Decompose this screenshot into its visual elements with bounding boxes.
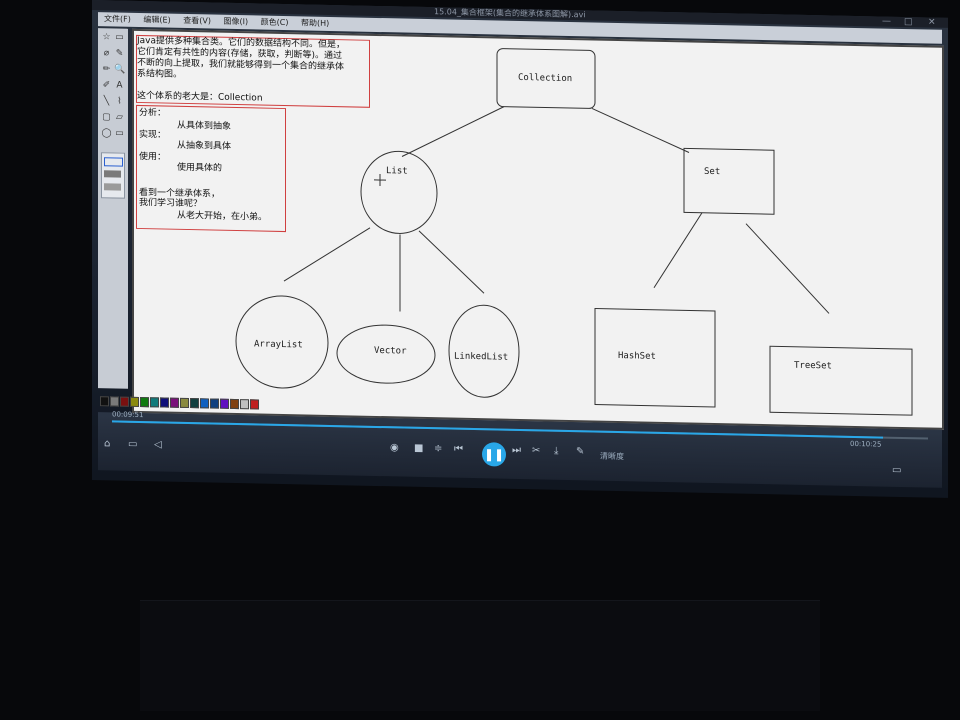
fill-icon[interactable]: ✎ [115,48,124,59]
previous-icon[interactable]: ⏮ [454,443,463,455]
laptop-keyboard [140,600,820,711]
abstract-to-concrete: 从抽象到具体 [177,140,232,152]
next-icon[interactable]: ⏭ [512,444,521,456]
maximize-button[interactable]: □ [904,17,913,28]
use-concrete: 使用具体的 [177,162,223,174]
diagram-lines [235,48,913,416]
analysis-note: 分析： 从具体到抽象 实现： 从抽象到具体 使用： 使用具体的 看到一个继承体系… [136,104,286,233]
curve-tool-icon[interactable]: ⌇ [117,96,122,107]
quality-button[interactable]: 清晰度 [600,451,624,462]
palette-swatch[interactable] [100,396,109,407]
magnifier-icon[interactable]: 🔍 [114,64,126,75]
start-from-top: 从老大开始，在小弟。 [177,210,268,223]
brush-icon[interactable]: ✐ [102,80,111,91]
ellipse-tool-icon[interactable]: ◯ [101,128,112,139]
set-label: Set [704,166,721,178]
settings-icon[interactable]: ≑ [434,443,443,455]
implementation-label: 实现： [139,129,167,141]
treeset-box [769,345,913,416]
download-icon[interactable]: ⤓ [554,445,559,457]
stop-icon[interactable]: ■ [414,442,424,454]
filled-outline-option[interactable] [104,170,121,178]
palette-swatch[interactable] [130,396,139,407]
palette-swatch[interactable] [240,399,249,410]
folder-icon[interactable]: ▭ [128,438,138,450]
edge-set-hashset [653,212,703,289]
list-circle [360,150,438,234]
edge-list-arraylist [283,227,371,282]
filled-option[interactable] [104,183,121,191]
close-button[interactable]: ✕ [928,17,936,28]
set-box [683,147,775,215]
palette-swatch[interactable] [220,398,229,409]
palette-swatch[interactable] [150,397,159,408]
menu-edit[interactable]: 编辑(E) [143,15,171,25]
open-file-icon[interactable]: ⌂ [104,438,111,450]
palette-swatch[interactable] [200,398,209,409]
outline-option[interactable] [104,157,123,167]
pause-icon: ❚❚ [483,447,505,462]
palette-swatch[interactable] [190,398,199,409]
tool-icon[interactable]: ✎ [576,446,585,458]
cut-icon[interactable]: ✂ [532,445,541,457]
palette-swatch[interactable] [160,397,169,408]
palette-swatch[interactable] [230,398,239,410]
hashset-label: HashSet [618,351,656,362]
rect-select-icon[interactable]: ▭ [115,32,124,43]
concrete-to-abstract: 从具体到抽象 [177,120,232,132]
intro-note: Java提供多种集合类。它们的数据结构不同。但是， 它们肯定有共性的内容(存储，… [136,34,370,108]
free-select-icon[interactable]: ☆ [102,32,111,43]
vector-label: Vector [374,345,407,357]
snapshot-icon[interactable]: ◉ [390,442,399,454]
palette-swatch[interactable] [250,399,259,410]
paint-toolbox: ☆ ▭ ⌀ ✎ ✏ 🔍 ✐ A ╲ ⌇ ▢ ▱ ◯ ▭ [98,28,128,389]
volume-icon[interactable]: ◁ [154,439,162,451]
rectangle-tool-icon[interactable]: ▢ [102,112,111,123]
rounded-rect-tool-icon[interactable]: ▭ [115,128,124,139]
who-to-learn: 我们学习谁呢？ [139,197,203,210]
analysis-label: 分析： [139,107,167,119]
usage-label: 使用： [139,151,167,163]
palette-swatch[interactable] [110,396,119,407]
minimize-button[interactable]: — [882,16,891,27]
menu-help[interactable]: 帮助(H) [301,18,330,28]
arraylist-label: ArrayList [254,339,303,351]
current-time: 00:09:51 [112,410,144,420]
palette-swatch[interactable] [170,397,179,408]
tool-options-panel[interactable] [101,152,125,199]
treeset-label: TreeSet [794,360,832,372]
edge-collection-set [591,108,690,153]
linkedlist-label: LinkedList [454,351,509,363]
arraylist-circle [235,295,329,389]
menu-file[interactable]: 文件(F) [104,14,131,24]
text-tool-icon[interactable]: A [116,80,123,91]
menu-color[interactable]: 颜色(C) [260,17,289,28]
palette-swatch[interactable] [120,396,129,407]
collection-label: Collection [518,72,573,85]
palette-swatch[interactable] [180,397,189,409]
drawing-canvas[interactable]: Java提供多种集合类。它们的数据结构不同。但是， 它们肯定有共性的内容(存储，… [132,28,944,430]
line-tool-icon[interactable]: ╲ [103,96,110,107]
collection-box [496,48,596,109]
palette-swatch[interactable] [140,397,149,408]
fullscreen-icon[interactable]: ▭ [892,464,902,476]
pause-button[interactable]: ❚❚ [482,442,506,467]
menu-image[interactable]: 图像(I) [223,16,249,27]
palette-swatch[interactable] [210,398,219,409]
menu-view[interactable]: 查看(V) [183,15,211,26]
window-title: 15.04_集合框架(集合的继承体系图解).avi [434,7,586,20]
total-time: 00:10:25 [850,439,882,449]
eraser-icon[interactable]: ⌀ [103,48,110,59]
pencil-icon[interactable]: ✏ [102,64,111,75]
edge-list-linkedlist [418,230,485,294]
vector-ellipse [336,324,436,384]
edge-set-treeset [745,223,830,314]
polygon-tool-icon[interactable]: ▱ [116,112,123,123]
edge-collection-list [401,106,505,157]
list-label: List [386,166,408,177]
linkedlist-ellipse [448,304,520,398]
hashset-box [594,308,716,408]
laptop-screen: 15.04_集合框架(集合的继承体系图解).avi — □ ✕ 文件(F) 编辑… [92,0,948,498]
